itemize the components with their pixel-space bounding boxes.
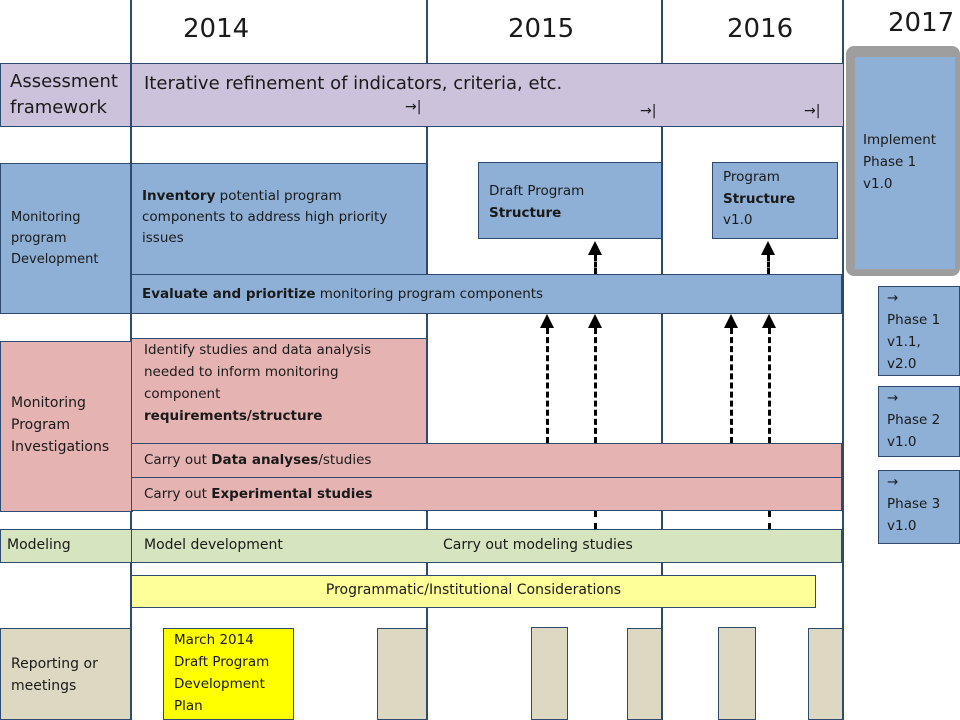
meeting-marker	[808, 628, 843, 720]
identify-bold: requirements/structure	[144, 408, 323, 424]
year-divider-2015	[426, 0, 428, 720]
experimental-bar: Carry out Experimental studies	[131, 477, 842, 511]
arrow-icon: →	[887, 390, 899, 406]
dashed-connector	[767, 255, 770, 274]
draft-structure-bold: Structure	[489, 205, 562, 221]
arrow-icon: →	[887, 290, 899, 306]
phase1-box: → Phase 1 v1.1, v2.0	[878, 286, 960, 376]
row-label-assessment: Assessment framework	[0, 63, 131, 127]
implement-phase1-box: Implement Phase 1 v1.0	[855, 57, 955, 269]
dashed-connector	[594, 328, 597, 443]
inventory-bold: Inventory	[142, 188, 216, 204]
modeling-studies-text: Carry out modeling studies	[443, 537, 633, 553]
dashed-connector	[594, 511, 597, 529]
milestone-marker: →|	[804, 103, 821, 119]
modeling-bar: Model development Carry out modeling stu…	[131, 529, 842, 563]
row-label-monitoring-development: Monitoring program Development	[0, 163, 131, 314]
year-label-2014: 2014	[183, 14, 250, 44]
phase2-text: Phase 2 v1.0	[887, 412, 941, 450]
row-label-modeling: Modeling	[0, 529, 133, 563]
dashed-connector	[730, 328, 733, 443]
phase1-text: Phase 1 v1.1, v2.0	[887, 312, 941, 372]
march-plan-box: March 2014 Draft Program Development Pla…	[163, 628, 294, 720]
program-structure-version: v1.0	[723, 212, 753, 228]
arrowhead-up-icon	[724, 314, 738, 328]
arrowhead-up-icon	[540, 314, 554, 328]
year-divider-2017	[842, 0, 844, 720]
meeting-marker	[718, 627, 756, 720]
row-label-investigations: Monitoring Program Investigations	[0, 341, 133, 512]
milestone-marker: →|	[405, 99, 422, 115]
data-analyses-pre: Carry out	[144, 452, 212, 468]
evaluate-bar: Evaluate and prioritize monitoring progr…	[131, 274, 842, 314]
evaluate-bold: Evaluate and prioritize	[142, 286, 316, 302]
year-label-2017: 2017	[888, 8, 955, 38]
assessment-bar: Iterative refinement of indicators, crit…	[131, 63, 844, 127]
dashed-connector	[594, 255, 597, 274]
identify-text: Identify studies and data analysis neede…	[144, 342, 372, 402]
arrow-icon: →	[887, 474, 899, 490]
arrowhead-up-icon	[762, 314, 776, 328]
arrowhead-up-icon	[761, 241, 775, 255]
year-label-2016: 2016	[727, 14, 794, 44]
model-development-text: Model development	[144, 537, 283, 553]
dashed-connector	[546, 328, 549, 443]
meeting-marker	[531, 627, 568, 720]
year-divider-2016	[661, 0, 663, 720]
row-label-reporting: Reporting or meetings	[0, 628, 131, 720]
data-analyses-bold: Data analyses	[211, 452, 319, 468]
draft-structure-line: Draft Program	[489, 183, 585, 199]
year-label-2015: 2015	[508, 14, 575, 44]
evaluate-text: monitoring program components	[315, 286, 544, 302]
data-analyses-post: /studies	[318, 452, 372, 468]
program-structure-line: Program	[723, 169, 780, 185]
experimental-pre: Carry out	[144, 486, 212, 502]
meeting-marker	[627, 628, 662, 720]
meeting-marker	[377, 628, 427, 720]
phase2-box: → Phase 2 v1.0	[878, 386, 960, 457]
data-analyses-bar: Carry out Data analyses/studies	[131, 443, 842, 478]
phase3-text: Phase 3 v1.0	[887, 496, 941, 534]
arrowhead-up-icon	[588, 241, 602, 255]
inventory-text: potential program components to address …	[142, 188, 388, 246]
dashed-connector	[768, 511, 771, 529]
identify-box: Identify studies and data analysis neede…	[131, 338, 427, 444]
experimental-bold: Experimental studies	[211, 486, 373, 502]
programmatic-bar: Programmatic/Institutional Consideration…	[131, 575, 816, 608]
program-structure-box: Program Structure v1.0	[712, 162, 838, 239]
milestone-marker: →|	[640, 103, 657, 119]
draft-structure-box: Draft Program Structure	[478, 162, 662, 239]
arrowhead-up-icon	[588, 314, 602, 328]
assessment-bar-text: Iterative refinement of indicators, crit…	[144, 73, 563, 94]
program-structure-bold: Structure	[723, 190, 796, 207]
phase3-box: → Phase 3 v1.0	[878, 470, 960, 544]
inventory-box: Inventory potential program components t…	[131, 163, 427, 275]
dashed-connector	[768, 328, 771, 443]
